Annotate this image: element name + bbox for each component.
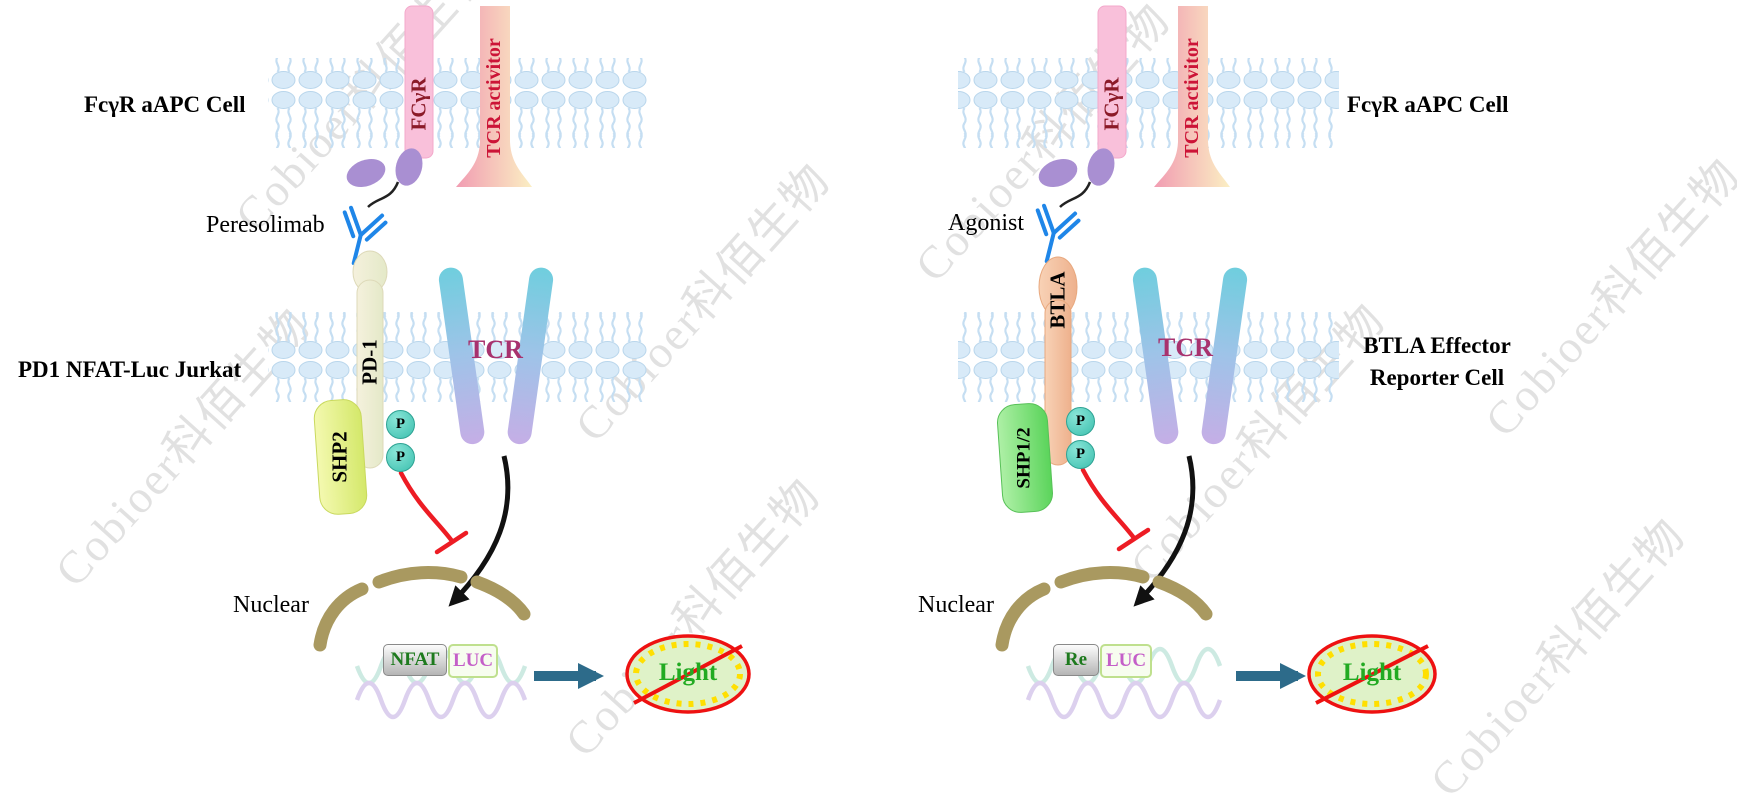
nuclear-envelope-left bbox=[313, 566, 531, 652]
left-tcr-label: TCR bbox=[468, 335, 523, 364]
apc-membrane-left bbox=[268, 58, 649, 148]
right-phosphatase-label: SHP1/2 bbox=[1013, 427, 1035, 489]
left-antibody-label: Peresolimab bbox=[206, 212, 325, 238]
pd1-receptor-shape bbox=[352, 250, 388, 469]
fcgr-domain-left bbox=[346, 148, 423, 208]
left-phosphatase-label: SHP2 bbox=[327, 431, 352, 483]
light-label-left: Light bbox=[658, 659, 718, 686]
tcr-signal-arrow-right bbox=[1133, 455, 1196, 607]
phospho-badge: P bbox=[386, 410, 415, 439]
no-light-icon-left bbox=[625, 634, 751, 714]
tcr-activator-bar-right bbox=[1154, 6, 1230, 187]
phospho-badge: P bbox=[1066, 440, 1095, 469]
tcr-complex-right bbox=[1132, 267, 1248, 445]
inhibition-arrow-left bbox=[398, 470, 469, 555]
luc-box-left: LUC bbox=[448, 644, 498, 678]
phospho-badge: P bbox=[1066, 407, 1095, 436]
no-light-icon-right bbox=[1307, 634, 1437, 714]
left-receptor-label: PD-1 bbox=[357, 339, 382, 385]
inhibition-arrow-right bbox=[1080, 467, 1151, 552]
right-nuclear-label: Nuclear bbox=[918, 592, 994, 618]
fcgr-domain-right bbox=[1038, 148, 1115, 208]
shp12-shape bbox=[997, 403, 1053, 513]
left-effector-cell-label: PD1 NFAT-Luc Jurkat bbox=[18, 357, 242, 382]
nfat-box: NFAT bbox=[383, 644, 447, 676]
phospho-badge: P bbox=[386, 443, 415, 472]
right-fcgr-label: FCγR bbox=[1099, 77, 1124, 131]
right-effector-cell-line1: BTLA Effector bbox=[1363, 333, 1511, 358]
shp2-shape bbox=[313, 399, 368, 515]
right-effector-cell-line2: Reporter Cell bbox=[1369, 365, 1505, 390]
light-label-right: Light bbox=[1342, 659, 1402, 686]
tcr-signal-arrow-left bbox=[448, 455, 511, 607]
left-tcr-activator-label: TCR activitor bbox=[483, 38, 505, 158]
tcr-activator-bar-left bbox=[456, 6, 532, 187]
right-antibody-label: Agonist bbox=[948, 210, 1025, 236]
antibody-icon-left bbox=[342, 205, 388, 266]
btla-receptor-shape bbox=[1038, 256, 1078, 466]
right-tcr-label: TCR bbox=[1158, 333, 1213, 362]
right-receptor-label: BTLA bbox=[1045, 271, 1070, 329]
apc-membrane-right bbox=[958, 58, 1339, 148]
re-box: Re bbox=[1053, 644, 1099, 676]
nuclear-envelope-right bbox=[995, 566, 1213, 652]
left-nuclear-label: Nuclear bbox=[233, 592, 309, 618]
tcr-complex-left bbox=[438, 267, 554, 445]
left-fcgr-label: FCγR bbox=[406, 77, 431, 131]
luc-box-right: LUC bbox=[1100, 644, 1152, 678]
right-apc-cell-label: FcγR aAPC Cell bbox=[1347, 92, 1509, 117]
left-apc-cell-label: FcγR aAPC Cell bbox=[84, 92, 246, 117]
right-effector-cell-label: BTLA Effector Reporter Cell bbox=[1337, 330, 1537, 394]
antibody-icon-right bbox=[1035, 203, 1081, 264]
right-tcr-activator-label: TCR activitor bbox=[1181, 38, 1203, 158]
